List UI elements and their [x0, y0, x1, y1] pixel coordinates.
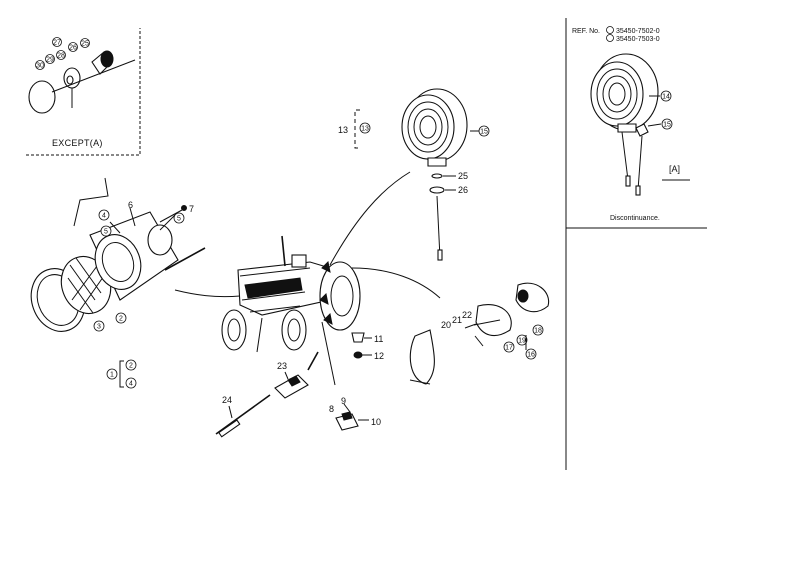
tail-lamp-housing [475, 304, 512, 337]
bolt-7 [159, 209, 183, 223]
callout-5-left: 5 [104, 229, 108, 236]
tail-lamp: 20 21 22 17 19 18 16 [409, 282, 550, 385]
inset-axis-line [51, 59, 136, 93]
switch-wire [307, 351, 319, 371]
connector-to-taillamp [351, 267, 441, 299]
tail-lamp-wire [409, 379, 431, 385]
tractor-exhaust [281, 235, 286, 267]
callout-22: 22 [462, 310, 472, 320]
callout-26-inset: 26 [69, 45, 77, 52]
inset-bulb [66, 75, 74, 85]
callout-28: 28 [57, 53, 65, 60]
ref-switch [635, 123, 649, 137]
callout-3: 3 [97, 324, 101, 331]
inset-lens [28, 80, 56, 114]
callout-30: 30 [36, 63, 44, 70]
headlight-assembly: 6 7 4 5 5 3 2 1 2 4 [30, 177, 206, 389]
callout-7: 7 [189, 204, 194, 214]
callout-15: 15 [480, 129, 488, 136]
callout-6: 6 [128, 200, 133, 210]
callout-10: 10 [371, 417, 381, 427]
front-wheel-left [221, 309, 247, 351]
callout-25-inset: 25 [81, 41, 89, 48]
ref-line-2: 35450-7503-0 [616, 36, 660, 43]
connector-to-harness [256, 317, 263, 353]
callout-13: 13 [361, 126, 369, 133]
assembly-bracket-line [73, 177, 109, 227]
callout-5: 5 [177, 216, 181, 223]
callout-16: 16 [527, 352, 535, 359]
tractor-grille [244, 277, 303, 299]
ref-line-1: 35450-7502-0 [616, 28, 660, 35]
work-lamp: 13 13 15 25 26 [338, 88, 490, 261]
work-lamp-rings [407, 101, 449, 153]
discontinuance-label: Discontinuance. [610, 215, 660, 222]
headlight-back [147, 224, 173, 256]
callout-12: 12 [374, 351, 384, 361]
ref-no-label: REF. No. [572, 28, 600, 35]
callout-29: 29 [46, 57, 54, 64]
bulb-12 [353, 351, 363, 359]
assembly-1-label: 1 [110, 372, 114, 379]
ref-callout-15: 15 [663, 122, 671, 129]
callout-19: 19 [518, 338, 526, 345]
except-a-label: EXCEPT(A) [52, 138, 103, 148]
washer-25 [431, 173, 443, 179]
assembly-1-item-4: 4 [129, 381, 133, 388]
callout-27: 27 [53, 40, 61, 47]
inset-border [26, 28, 141, 156]
tractor-seat [291, 254, 307, 268]
assembly-1-item-2: 2 [129, 363, 133, 370]
callout-17: 17 [505, 345, 513, 352]
inset-except-a: 27 30 29 28 26 25 EXCEPT(A) [26, 28, 141, 156]
tractor [221, 235, 361, 351]
callout-24: 24 [222, 395, 232, 405]
connector-headlight-tractor [174, 289, 241, 298]
rear-wheel [319, 261, 361, 331]
callout-26: 26 [458, 185, 468, 195]
callout-23: 23 [277, 361, 287, 371]
callout-21: 21 [452, 315, 462, 325]
ref-lamp-rings [596, 68, 638, 120]
connector-to-switch [321, 321, 336, 386]
ref-lamp-lens [590, 61, 644, 127]
inset-housing-back [100, 50, 114, 68]
callout-9: 9 [341, 396, 346, 406]
callout-18: 18 [534, 328, 542, 335]
bulb-holder-11 [351, 332, 365, 343]
group-a-label: [A] [669, 164, 680, 174]
callout-4: 4 [102, 213, 106, 220]
callout-8: 8 [329, 404, 334, 414]
work-lamp-lens [401, 94, 455, 160]
harness-switch: 23 24 9 8 10 [215, 351, 381, 438]
front-wheel-right [281, 309, 307, 351]
callout-2: 2 [119, 316, 123, 323]
ref-panel: REF. No. 35450-7502-0 35450-7503-0 14 15… [565, 18, 707, 470]
tail-lamp-lens [409, 329, 435, 385]
work-lamp-mount [427, 157, 447, 167]
headlight-wire [164, 247, 206, 271]
callout-11: 11 [374, 334, 383, 344]
ref-lamp-wire [621, 131, 629, 181]
ref-callout-14: 14 [662, 94, 670, 101]
lens-grid [67, 257, 107, 314]
work-lamp-wire [436, 195, 441, 259]
connector-to-worklamp [329, 171, 411, 266]
washer-26 [429, 186, 445, 194]
callout-25: 25 [458, 171, 468, 181]
bulb-holder: 11 12 [351, 332, 384, 361]
callout-20: 20 [441, 320, 451, 330]
assembly-13-label: 13 [338, 125, 348, 135]
harness-24 [215, 394, 271, 435]
